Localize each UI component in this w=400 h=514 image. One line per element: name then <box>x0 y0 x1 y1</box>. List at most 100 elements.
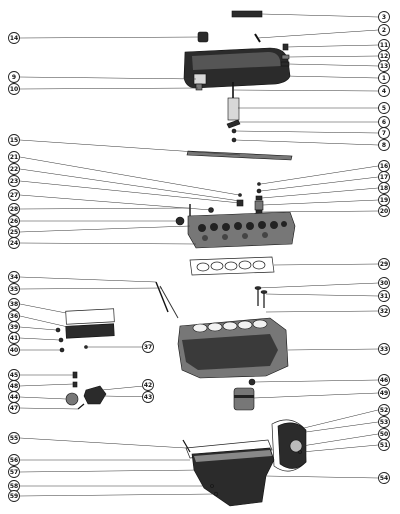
callout-12: 12 <box>378 50 390 62</box>
callout-label-16: 16 <box>380 163 388 170</box>
callout-32: 32 <box>378 305 390 317</box>
callout-label-47: 47 <box>10 405 18 412</box>
callout-label-19: 19 <box>380 197 388 204</box>
leader-line-8 <box>235 139 379 146</box>
callout-36: 36 <box>8 310 20 322</box>
part-valve-cap <box>256 188 262 194</box>
callout-45: 45 <box>8 369 20 381</box>
callout-label-7: 7 <box>382 130 386 137</box>
callout-57: 57 <box>8 466 20 478</box>
callout-circle-53 <box>378 416 390 428</box>
callout-52: 52 <box>378 404 390 416</box>
callout-label-11: 11 <box>380 42 388 49</box>
callout-label-14: 14 <box>10 35 18 42</box>
callout-25: 25 <box>8 226 20 238</box>
callout-17: 17 <box>378 171 390 183</box>
part-drain-washer <box>210 484 214 488</box>
callout-label-4: 4 <box>382 88 386 95</box>
callout-3: 3 <box>378 11 390 23</box>
callout-circle-5 <box>378 102 390 114</box>
callout-circle-13 <box>378 60 390 72</box>
callout-circle-10 <box>8 83 20 95</box>
leader-line-57 <box>19 469 201 473</box>
callout-6: 6 <box>378 116 390 128</box>
leader-line-12 <box>288 55 379 58</box>
callout-55: 55 <box>8 432 20 444</box>
callout-label-9: 9 <box>12 74 16 81</box>
part-valve-head-b <box>260 290 268 294</box>
callout-label-37: 37 <box>144 344 152 351</box>
part-rocker-cover-highlight <box>192 52 281 70</box>
callout-label-18: 18 <box>380 185 388 192</box>
callout-label-35: 35 <box>10 286 18 293</box>
leader-line-23 <box>19 180 241 204</box>
leader-line-25 <box>19 225 191 233</box>
leader-line-54 <box>265 475 379 479</box>
part-oil-filter <box>233 387 255 411</box>
callout-15: 15 <box>8 134 20 146</box>
leader-line-29 <box>273 263 379 266</box>
callout-label-27: 27 <box>10 192 18 199</box>
callout-label-38: 38 <box>10 301 18 308</box>
callout-label-39: 39 <box>10 324 18 331</box>
callout-circle-46 <box>378 374 390 386</box>
callout-40: 40 <box>8 344 20 356</box>
leader-line-55 <box>19 437 187 449</box>
callout-26: 26 <box>8 215 20 227</box>
callout-8: 8 <box>378 139 390 151</box>
part-engine-block-bores <box>192 319 268 333</box>
part-ball <box>231 128 237 134</box>
leader-line-3 <box>261 13 379 18</box>
callout-circle-22 <box>8 163 20 175</box>
callout-label-3: 3 <box>382 14 386 21</box>
callout-label-31: 31 <box>380 293 388 300</box>
callout-circle-8 <box>378 139 390 151</box>
callout-circle-57 <box>8 466 20 478</box>
callout-circle-38 <box>8 298 20 310</box>
callout-label-52: 52 <box>380 407 388 414</box>
callout-31: 31 <box>378 290 390 302</box>
callout-1: 1 <box>378 72 390 84</box>
part-timing-seal <box>289 439 303 453</box>
callout-label-26: 26 <box>10 218 18 225</box>
leader-line-28 <box>19 207 191 210</box>
callout-label-44: 44 <box>10 394 18 401</box>
leader-line-19 <box>262 199 379 206</box>
leader-line-44 <box>19 396 67 400</box>
callout-35: 35 <box>8 283 20 295</box>
callout-56: 56 <box>8 454 20 466</box>
leader-line-27 <box>19 194 212 211</box>
part-filter-adapter <box>248 378 256 386</box>
callout-13: 13 <box>378 60 390 72</box>
part-pump-gear <box>65 392 79 406</box>
callout-circle-3 <box>378 11 390 23</box>
callout-label-58: 58 <box>10 483 18 490</box>
callout-48: 48 <box>8 380 20 392</box>
callout-circle-56 <box>8 454 20 466</box>
callout-label-42: 42 <box>144 382 152 389</box>
callout-label-12: 12 <box>380 53 388 60</box>
callout-label-43: 43 <box>144 394 152 401</box>
callout-circle-59 <box>8 490 20 502</box>
leader-line-22 <box>19 168 241 202</box>
callout-circle-51 <box>378 439 390 451</box>
callout-47: 47 <box>8 402 20 414</box>
callout-21: 21 <box>8 151 20 163</box>
part-washer <box>281 54 290 60</box>
callout-9: 9 <box>8 71 20 83</box>
leader-line-7 <box>235 130 379 134</box>
callout-22: 22 <box>8 163 20 175</box>
leader-line-13 <box>288 63 379 67</box>
part-plug-small <box>84 345 88 349</box>
callout-29: 29 <box>378 258 390 270</box>
callout-label-17: 17 <box>380 174 388 181</box>
leader-line-47 <box>19 407 79 410</box>
callout-38: 38 <box>8 298 20 310</box>
callout-49: 49 <box>378 387 390 399</box>
callout-39: 39 <box>8 321 20 333</box>
leader-line-52 <box>303 409 379 429</box>
callout-circle-42 <box>142 379 154 391</box>
